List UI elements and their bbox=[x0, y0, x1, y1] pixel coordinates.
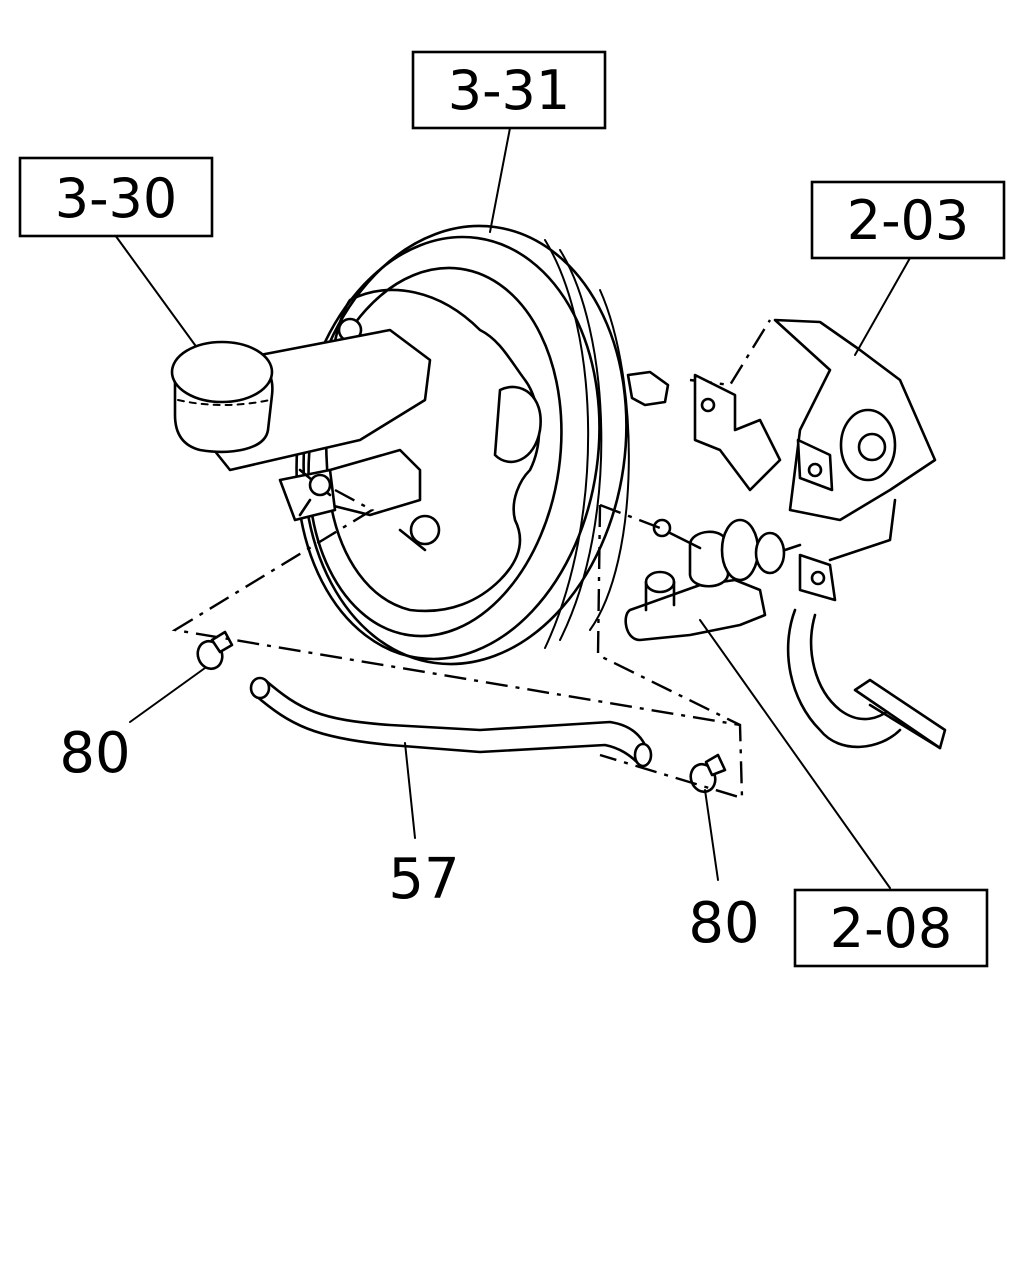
callout-pedal-bracket-label: 2-03 bbox=[847, 189, 970, 252]
callout-brake-booster: 3-31 bbox=[411, 50, 607, 130]
master-cylinder bbox=[170, 328, 432, 522]
part-number-clip-left: 80 bbox=[59, 721, 130, 786]
leader-lines bbox=[114, 127, 911, 889]
callout-clutch-master-cylinder-label: 2-08 bbox=[830, 897, 953, 960]
part-number-clip-right: 80 bbox=[688, 891, 759, 956]
callout-master-cylinder: 3-30 bbox=[18, 156, 214, 238]
clutch-master-cylinder bbox=[624, 518, 802, 642]
callout-pedal-bracket: 2-03 bbox=[810, 180, 1006, 260]
callout-clutch-master-cylinder: 2-08 bbox=[793, 888, 989, 968]
hose bbox=[249, 676, 653, 768]
assembly-lines bbox=[171, 488, 744, 800]
callout-brake-booster-label: 3-31 bbox=[448, 59, 571, 122]
part-number-hose: 57 bbox=[388, 847, 459, 912]
pedal-bracket bbox=[689, 318, 947, 750]
callout-master-cylinder-label: 3-30 bbox=[55, 167, 178, 230]
clip-right bbox=[689, 753, 727, 794]
